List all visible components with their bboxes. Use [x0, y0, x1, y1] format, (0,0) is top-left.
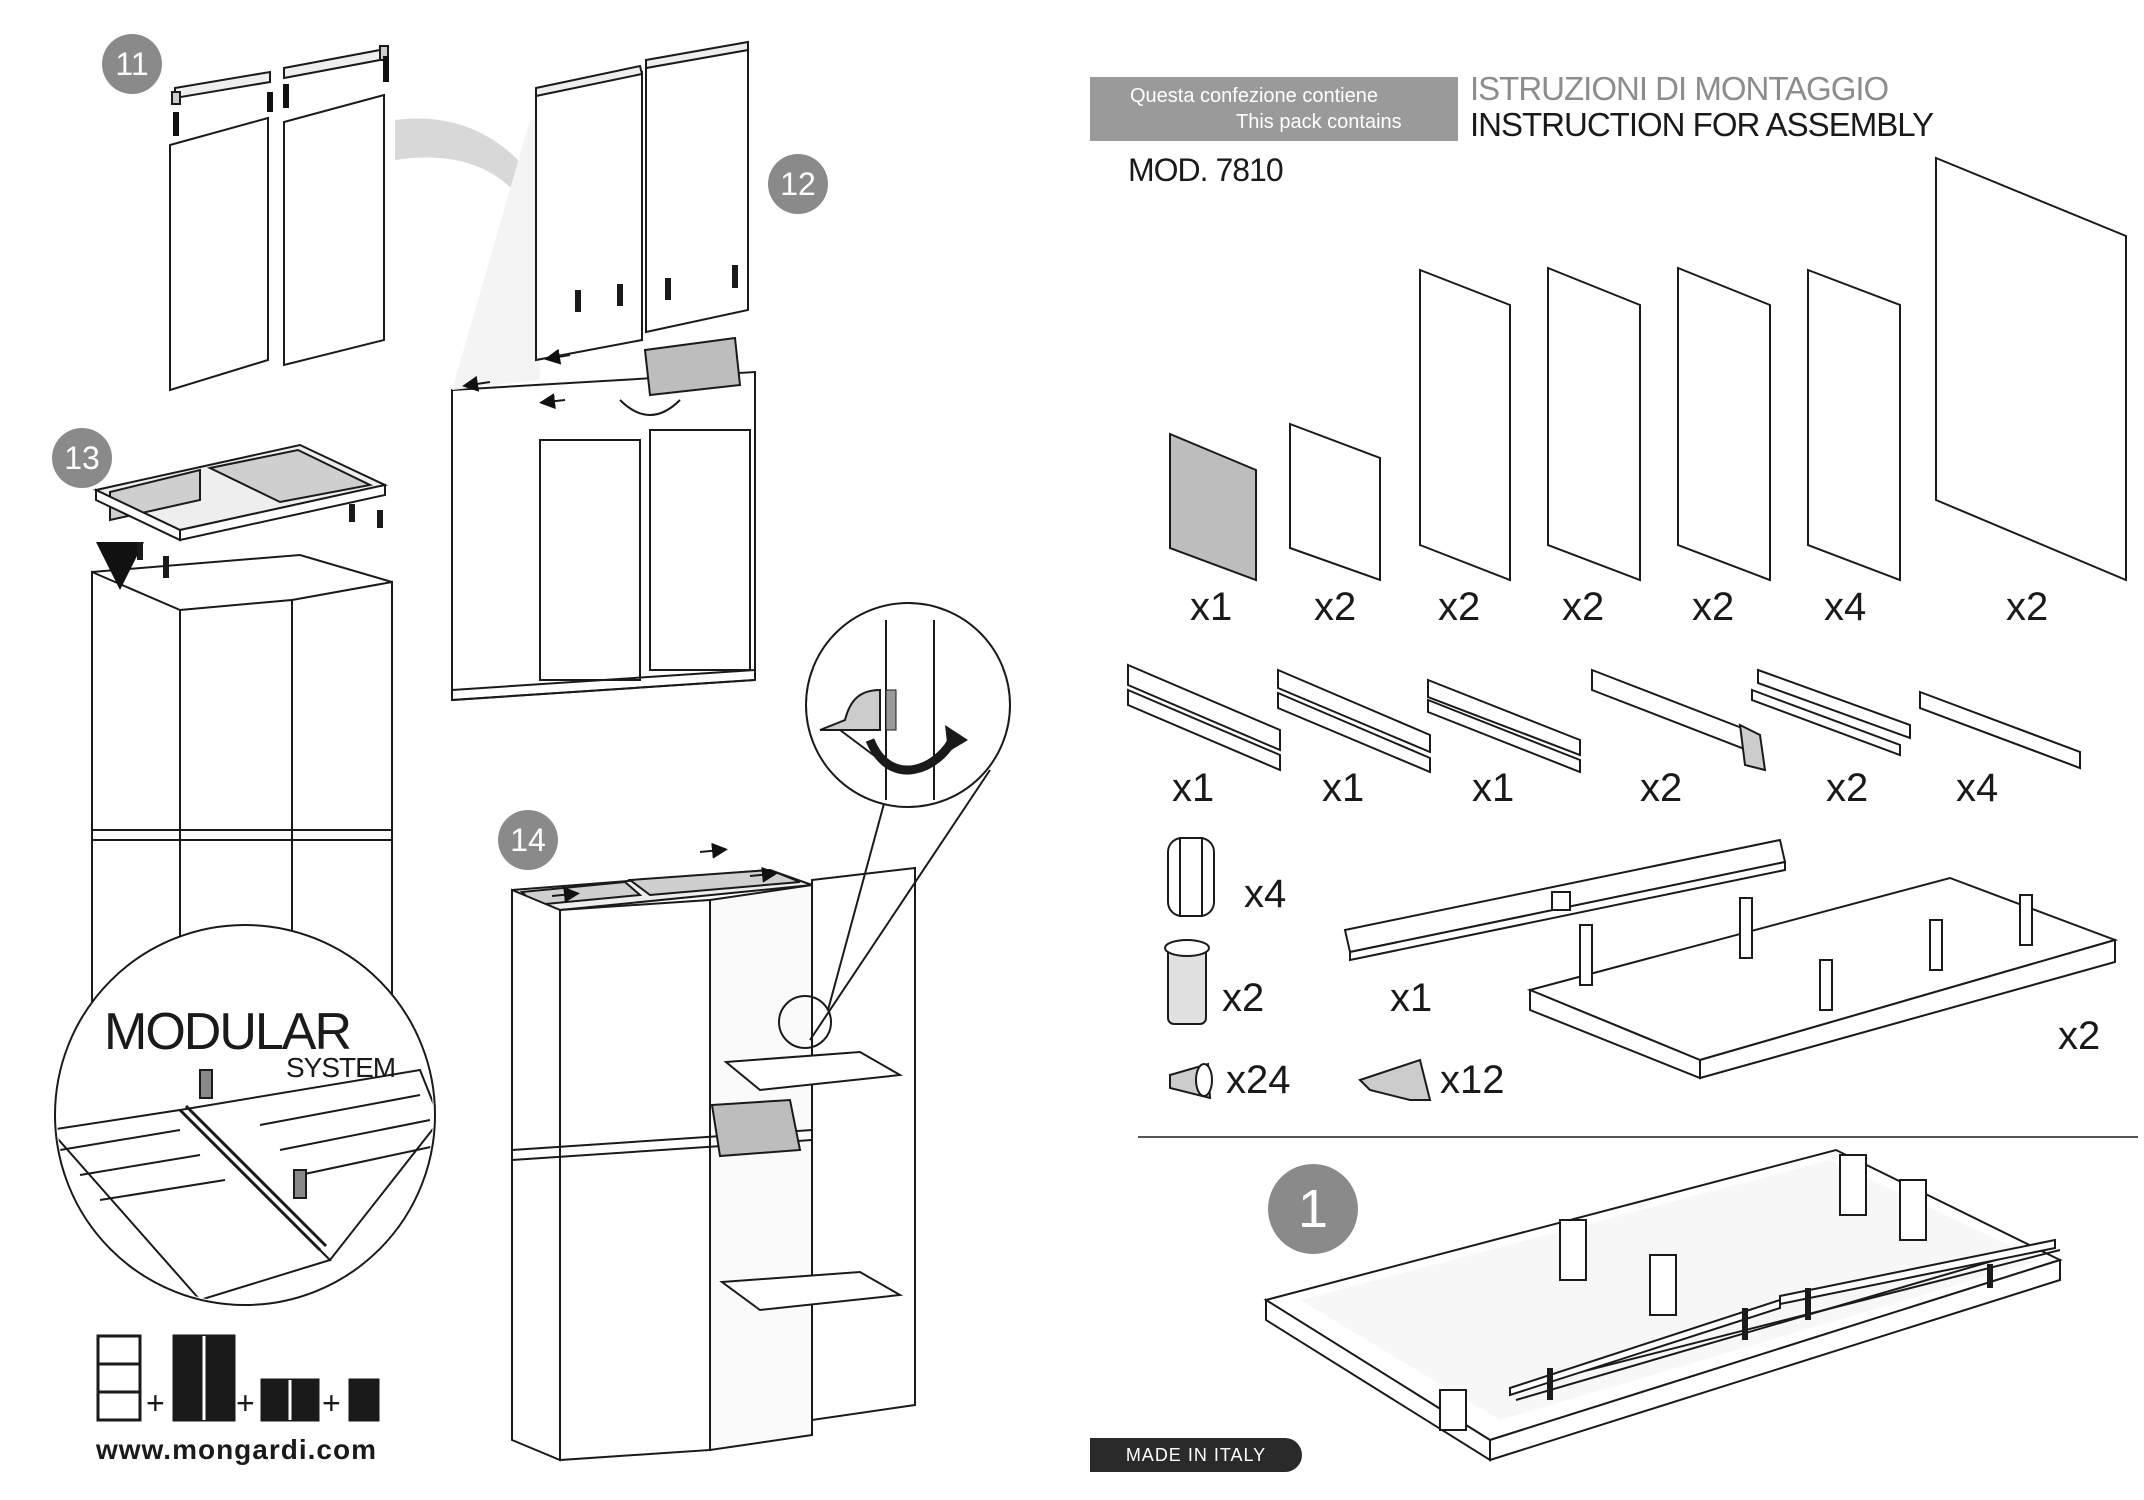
title-italian: ISTRUZIONI DI MONTAGGIO — [1470, 70, 1889, 107]
svg-text:+: + — [146, 1385, 165, 1421]
step-11-badge: 11 — [102, 34, 162, 94]
qty-panel-4: x2 — [1562, 585, 1605, 629]
step11-doors-drawing — [169, 45, 389, 392]
qty-peg: x24 — [1226, 1058, 1291, 1102]
section-divider — [1138, 1136, 2138, 1138]
qty-frame-6: x4 — [1956, 766, 1999, 810]
pack-contents-it: Questa confezione contiene — [1130, 85, 1378, 107]
qty-frame-2: x1 — [1322, 766, 1365, 810]
title-english: INSTRUCTION FOR ASSEMBLY — [1470, 106, 1934, 143]
step-1-badge: 1 — [1268, 1164, 1358, 1254]
step13-cabinet-drawing — [91, 443, 393, 1011]
qty-frame-5: x2 — [1826, 766, 1869, 810]
qty-bar: x1 — [1390, 976, 1433, 1020]
model-number: MOD. 7810 — [1128, 152, 1284, 188]
qty-frame-4: x2 — [1640, 766, 1683, 810]
step14-cabinet-drawing — [511, 769, 991, 1462]
qty-shelf-support: x12 — [1440, 1058, 1505, 1102]
modular-combination-icon: + + + — [96, 1334, 380, 1422]
shelf-support-detail — [805, 602, 1011, 808]
parts-hardware-drawing — [1164, 837, 2119, 1101]
qty-base: x2 — [2058, 1014, 2101, 1058]
made-in-italy-badge: MADE IN ITALY — [1090, 1438, 1302, 1472]
modular-subtitle: SYSTEM — [286, 1052, 396, 1083]
pack-contents-box: Questa confezione contiene This pack con… — [1090, 77, 1458, 141]
qty-pin: x2 — [1222, 976, 1265, 1020]
step1-base-drawing — [1263, 1148, 2063, 1462]
qty-panel-1: x1 — [1190, 585, 1233, 629]
website-link[interactable]: www.mongardi.com — [96, 1434, 377, 1465]
step12-cabinet-drawing — [451, 40, 756, 702]
qty-panel-3: x2 — [1438, 585, 1481, 629]
qty-frame-3: x1 — [1472, 766, 1515, 810]
qty-panel-2: x2 — [1314, 585, 1357, 629]
step-14-badge: 14 — [498, 810, 558, 870]
parts-frames-drawing — [1127, 663, 2081, 774]
qty-connector: x4 — [1244, 872, 1287, 916]
pack-contents-en: This pack contains — [1236, 111, 1402, 133]
qty-panel-6: x4 — [1824, 585, 1867, 629]
step-12-badge: 12 — [768, 154, 828, 214]
qty-panel-5: x2 — [1692, 585, 1735, 629]
qty-frame-1: x1 — [1172, 766, 1215, 810]
modular-title: MODULAR — [104, 1003, 352, 1061]
modular-system-detail — [54, 924, 436, 1306]
svg-text:+: + — [322, 1385, 341, 1421]
svg-text:+: + — [236, 1385, 255, 1421]
parts-panels-drawing — [1169, 156, 2127, 582]
step-13-badge: 13 — [52, 428, 112, 488]
qty-panel-7: x2 — [2006, 585, 2049, 629]
